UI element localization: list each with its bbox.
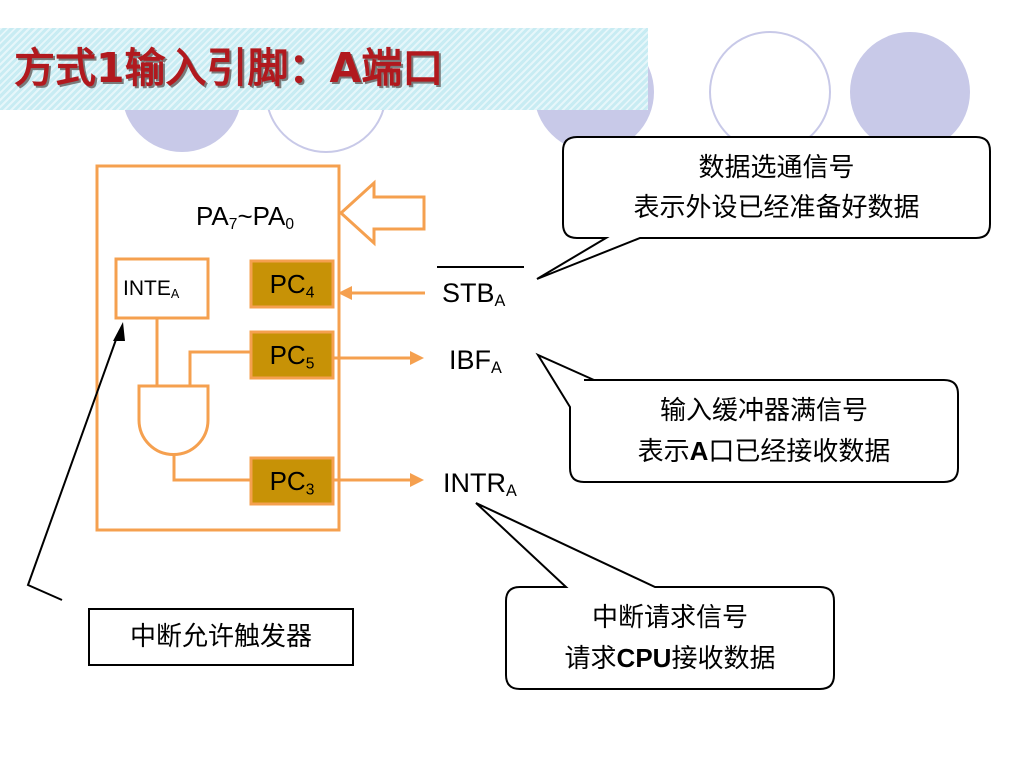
ibf-callout-text: 输入缓冲器满信号 表示A口已经接收数据: [570, 391, 958, 472]
flipflop-label-box: [88, 608, 354, 666]
slide-title: 方式1输入引脚：A端口: [14, 44, 444, 92]
intr-callout-bubble: [475, 502, 835, 690]
flipflop-label: 中断允许触发器: [129, 622, 312, 652]
data-bus-sub-high: 7: [228, 215, 238, 233]
port-a-box: [95, 164, 341, 532]
stb-callout-bubble: [536, 136, 991, 280]
stb-callout-line1: 数据选通信号: [698, 153, 855, 183]
inte-sub: A: [170, 287, 180, 302]
pc4-sub: 4: [305, 284, 315, 302]
stb-overline: [437, 266, 524, 268]
pc3-label: PC3: [251, 458, 333, 504]
inte-base: INTE: [123, 277, 171, 300]
pc5-sub: 5: [305, 355, 315, 373]
ibf-line2-pre: 表示: [637, 437, 690, 467]
data-bus-label: PA7~PA0: [196, 200, 294, 232]
pc5-to-gate-wire: [188, 350, 251, 386]
intr-base: INTR: [443, 468, 506, 498]
pc4-base: PC: [269, 269, 306, 299]
pc4-label: PC4: [251, 261, 333, 307]
ibf-line2-bold: A: [689, 436, 709, 466]
ibf-arrowhead: [410, 351, 424, 365]
data-bus-sub-low: 0: [285, 215, 295, 233]
pc3-base: PC: [269, 466, 306, 496]
intr-line2-pre: 请求: [564, 644, 617, 674]
ibf-line2-post: 口已经接收数据: [708, 437, 891, 467]
intr-callout-line2: 请求CPU接收数据: [506, 638, 834, 679]
ibf-callout-line2: 表示A口已经接收数据: [570, 431, 958, 472]
ibf-base: IBF: [449, 345, 492, 375]
ibf-signal-label: IBFA: [449, 343, 502, 377]
intr-sub: A: [506, 482, 517, 501]
and-gate: [137, 384, 210, 456]
inte-pointer-line: [26, 333, 119, 601]
gate-to-pc3-wire: [172, 454, 251, 482]
stb-base: STB: [442, 278, 495, 308]
pc5-base: PC: [269, 340, 306, 370]
stb-callout-text: 数据选通信号 表示外设已经准备好数据: [563, 148, 990, 228]
stb-arrowhead: [338, 286, 352, 300]
inte-pointer-arrowhead: [113, 322, 125, 341]
intr-signal-label: INTRA: [443, 466, 517, 500]
pc4-pin: [249, 259, 335, 309]
intr-line2-bold: CPU: [616, 643, 672, 673]
intr-line2-post: 接收数据: [671, 644, 776, 674]
stb-sub: A: [494, 292, 506, 311]
intr-callout-line1: 中断请求信号: [591, 603, 748, 633]
title-bar: [0, 28, 648, 110]
ibf-sub: A: [491, 359, 502, 378]
intr-callout-text: 中断请求信号 请求CPU接收数据: [506, 598, 834, 679]
stb-callout-line2: 表示外设已经准备好数据: [633, 193, 920, 223]
inte-box: [114, 257, 210, 320]
inte-label: INTEA: [123, 276, 179, 302]
stb-signal-label: STBA: [442, 276, 505, 310]
ibf-callout-line1: 输入缓冲器满信号: [659, 396, 868, 426]
data-bus-separator: ~PA: [237, 201, 286, 231]
pc3-sub: 3: [305, 481, 315, 499]
intr-arrowhead: [410, 473, 424, 487]
deco-circle: [850, 32, 970, 152]
data-bus-base: PA: [196, 201, 229, 231]
ibf-callout-bubble: [535, 352, 959, 483]
pc5-label: PC5: [251, 332, 333, 378]
pc5-pin: [249, 330, 335, 380]
data-bus-arrow: [338, 179, 426, 247]
pc3-pin: [249, 456, 335, 506]
